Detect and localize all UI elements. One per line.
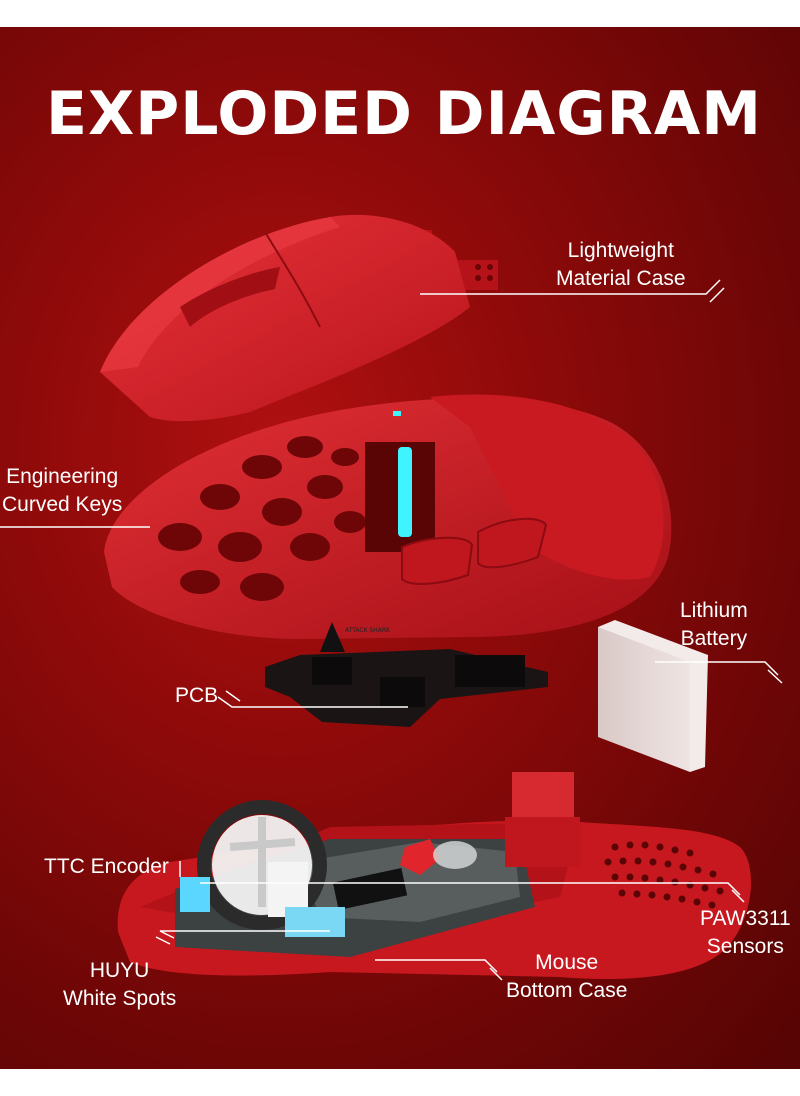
page-title: EXPLODED DIAGRAM bbox=[46, 79, 762, 149]
label-bottom-line2: Bottom Case bbox=[506, 979, 628, 1002]
svg-text:ATTACK SHARK: ATTACK SHARK bbox=[345, 627, 391, 634]
exploded-diagram-panel: EXPLODED DIAGRAM bbox=[0, 27, 800, 1069]
label-ttc-encoder: TTC Encoder bbox=[44, 853, 169, 881]
callout-lines bbox=[0, 279, 783, 981]
mouse-exploded-illustration: ATTACK SHARK bbox=[0, 214, 783, 981]
label-sensor-line1: PAW3311 bbox=[700, 907, 791, 930]
battery-part bbox=[598, 620, 708, 772]
label-curved-keys: Engineering Curved Keys bbox=[2, 463, 122, 519]
label-lightweight-case: Lightweight Material Case bbox=[556, 237, 686, 293]
label-lithium-battery: Lithium Battery bbox=[680, 597, 748, 653]
label-spots-line2: White Spots bbox=[63, 987, 177, 1010]
label-battery-line1: Lithium bbox=[680, 599, 748, 622]
bottom-case-part bbox=[117, 772, 752, 979]
label-keys-line2: Curved Keys bbox=[2, 493, 123, 516]
label-encoder-text: TTC Encoder bbox=[44, 855, 169, 878]
label-paw3311-sensors: PAW3311 Sensors bbox=[700, 905, 791, 961]
label-bottom-line1: Mouse bbox=[535, 951, 599, 974]
label-case-line1: Lightweight bbox=[567, 239, 674, 262]
top-case-part bbox=[100, 214, 498, 422]
label-pcb-text: PCB bbox=[175, 684, 219, 707]
label-battery-line2: Battery bbox=[680, 627, 748, 650]
main-shell-part: ATTACK SHARK bbox=[104, 394, 672, 652]
label-sensor-line2: Sensors bbox=[706, 935, 784, 958]
label-case-line2: Material Case bbox=[556, 267, 686, 290]
label-keys-line1: Engineering bbox=[6, 465, 119, 488]
label-spots-line1: HUYU bbox=[89, 959, 150, 982]
pcb-part bbox=[265, 649, 548, 727]
label-huyu-white-spots: HUYU White Spots bbox=[63, 957, 176, 1013]
label-mouse-bottom-case: Mouse Bottom Case bbox=[506, 949, 627, 1005]
label-pcb: PCB bbox=[175, 682, 218, 710]
rgb-light-strip bbox=[398, 447, 412, 537]
